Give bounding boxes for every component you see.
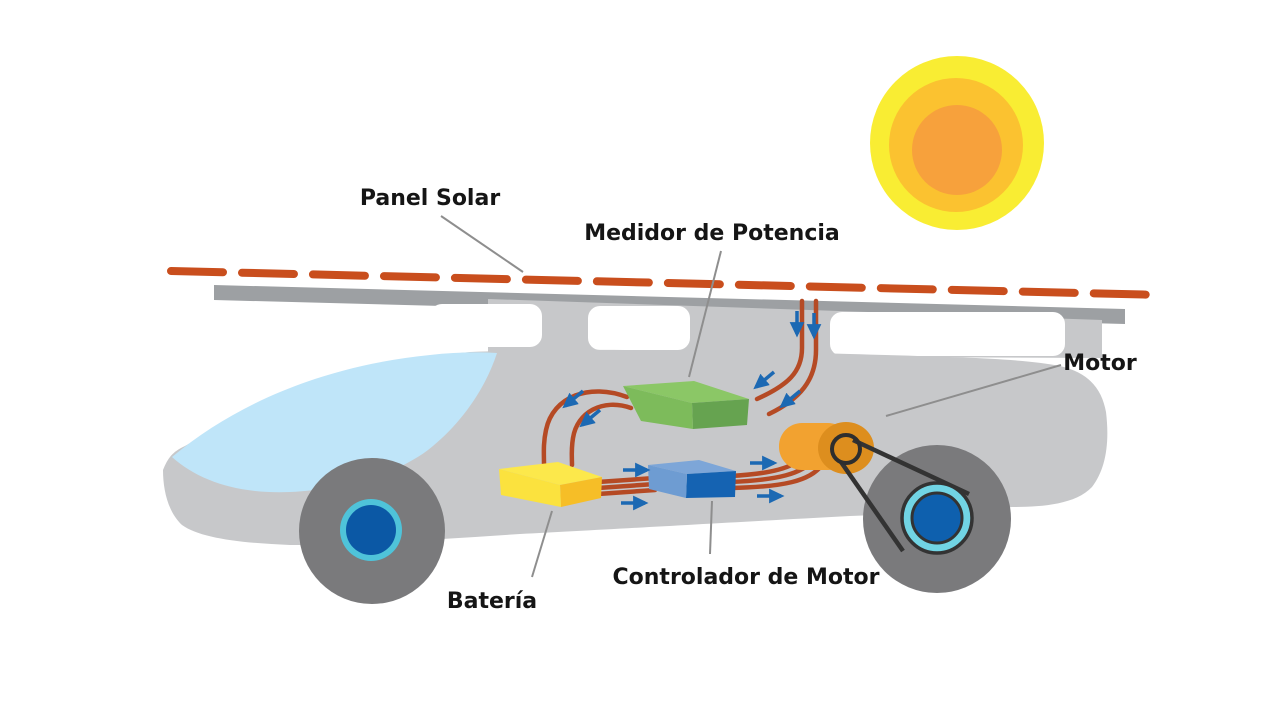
cowl-gap-left (430, 304, 542, 347)
solar-panel-cells (167, 267, 1167, 299)
power-meter-box (623, 381, 749, 429)
leader-lines (440, 215, 1062, 578)
flow-arrow-to-battery-1 (562, 389, 585, 409)
wire-battery-to-controller-3 (595, 487, 658, 497)
wire-panel-to-meter-2 (766, 298, 819, 417)
rear-hub-center (910, 491, 964, 545)
leader-motor (885, 364, 1062, 417)
motor-controller-front (686, 471, 736, 498)
motor-end-cap (818, 422, 874, 474)
motor-controller-side (648, 465, 687, 498)
label-controlador: Controlador de Motor (613, 565, 880, 590)
wire-panel-to-meter-1 (754, 298, 805, 402)
motor-controller-top (648, 460, 736, 474)
label-motor: Motor (1063, 351, 1137, 376)
windshield (172, 352, 497, 493)
leader-medidor (688, 250, 722, 378)
power-meter-side (623, 386, 693, 429)
wire-meter-to-battery-1 (541, 389, 630, 467)
flow-arrow-to-battery-2 (579, 408, 602, 428)
label-panel-solar: Panel Solar (360, 186, 501, 211)
label-medidor: Medidor de Potencia (584, 221, 840, 246)
power-meter-front (692, 399, 749, 429)
battery-box (499, 462, 602, 507)
leader-controlador (709, 500, 713, 555)
battery-top (499, 462, 602, 485)
battery-front (560, 477, 602, 507)
leader-bateria (531, 510, 553, 578)
flow-arrows (562, 311, 822, 511)
flow-arrow-to-meter-1 (753, 370, 776, 390)
wire-battery-to-controller-2 (595, 481, 658, 491)
wire-meter-to-battery-2 (569, 402, 634, 468)
sun-core (912, 105, 1002, 195)
label-bateria: Batería (447, 589, 537, 614)
leader-panel-solar (440, 215, 524, 273)
drive-belt-lower (839, 460, 905, 553)
flow-arrow-to-meter-2 (779, 389, 802, 409)
battery-side (499, 469, 561, 507)
motor-pulley (830, 433, 862, 465)
sun-icon (870, 56, 1044, 230)
power-meter-top (623, 381, 749, 403)
cowl-gap-right (830, 312, 1065, 356)
rear-hub (900, 481, 974, 555)
wire-battery-to-controller-1 (595, 475, 658, 485)
cowl-gap-middle (588, 306, 690, 350)
motor-controller-box (648, 460, 736, 498)
front-wheel (299, 458, 445, 604)
front-hub (346, 505, 396, 555)
